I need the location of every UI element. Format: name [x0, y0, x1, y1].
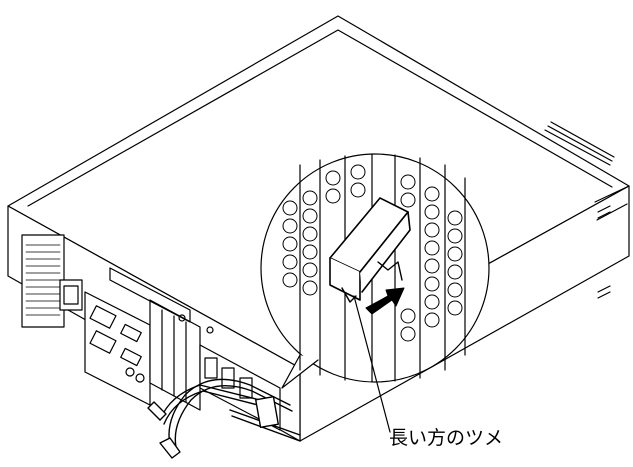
callout-leader	[353, 295, 391, 433]
top-vent	[544, 121, 615, 166]
vent-holes	[282, 164, 463, 342]
callout-label: 長い方のツメ	[389, 427, 504, 449]
cable-clip	[329, 197, 411, 303]
front-vent	[597, 205, 611, 299]
insert-arrow	[365, 287, 405, 315]
magnified-detail	[260, 153, 490, 389]
cables	[147, 378, 301, 459]
